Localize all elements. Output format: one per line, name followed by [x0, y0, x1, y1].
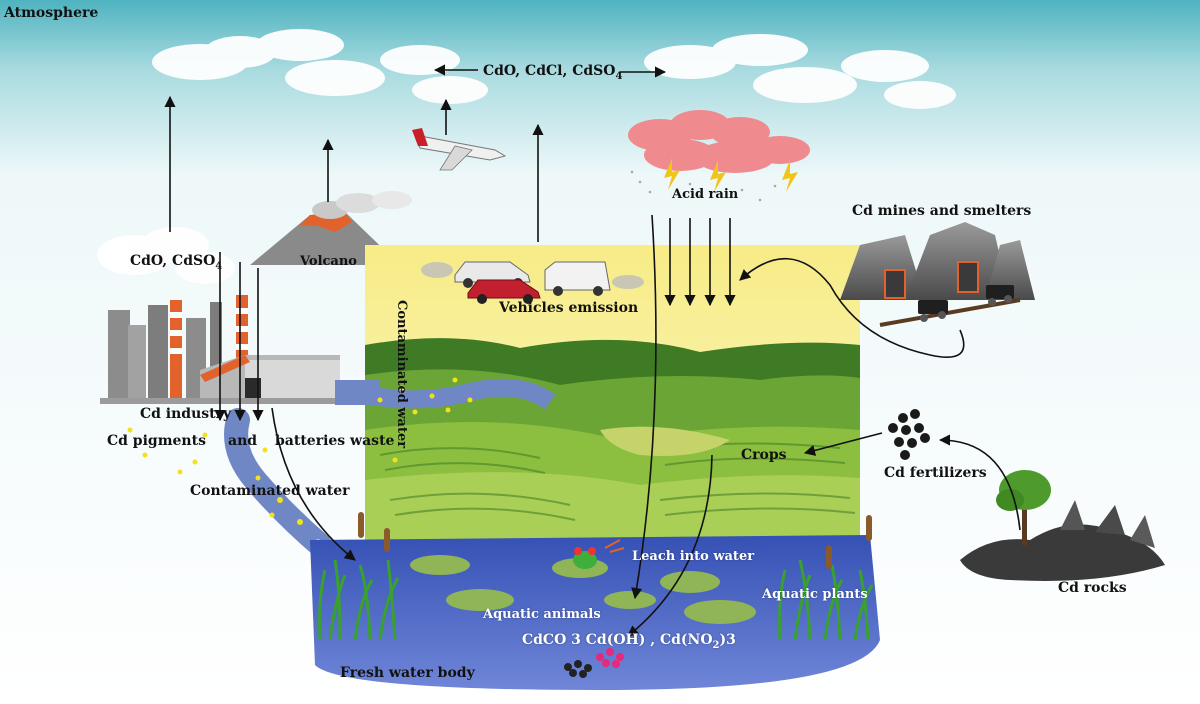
label-volcano: Volcano	[300, 255, 357, 268]
label-precipitates-subscript: 2	[713, 640, 720, 651]
label-precipitates-tail: )3	[720, 632, 736, 648]
label-atmosphere: Atmosphere	[4, 6, 98, 20]
label-batteries-waste: batteries waste	[275, 434, 394, 448]
label-industry-emission: CdO, CdSO4	[130, 254, 222, 272]
label-contaminated-water: Contaminated water	[190, 484, 350, 498]
label-aquatic-plants: Aquatic plants	[762, 588, 868, 601]
label-and: and	[228, 434, 257, 448]
label-cd-mines: Cd mines and smelters	[852, 204, 1031, 218]
label-cd-rocks: Cd rocks	[1058, 581, 1127, 595]
label-acid-rain: Acid rain	[672, 188, 738, 201]
label-vehicles-emission: Vehicles emission	[499, 301, 638, 315]
label-precipitates: CdCO 3 Cd(OH) , Cd(NO2)3	[522, 633, 736, 651]
label-atmospheric-compounds-subscript: 4	[615, 71, 622, 82]
label-cd-industry: Cd industry	[140, 407, 231, 421]
label-cd-fertilizers: Cd fertilizers	[884, 466, 987, 480]
label-atmospheric-compounds: CdO, CdCl, CdSO4	[483, 64, 622, 82]
label-contaminated-water-vertical: Contaminated water	[395, 300, 408, 448]
label-industry-emission-subscript: 4	[215, 261, 222, 272]
label-fresh-water-body: Fresh water body	[340, 666, 475, 680]
label-crops: Crops	[741, 448, 787, 462]
label-leach-into-water: Leach into water	[632, 550, 754, 563]
label-industry-emission-text: CdO, CdSO	[130, 253, 215, 269]
label-cd-pigments: Cd pigments	[107, 434, 206, 448]
label-precipitates-text: CdCO 3 Cd(OH) , Cd(NO	[522, 632, 713, 648]
label-aquatic-animals: Aquatic animals	[483, 608, 601, 621]
label-atmospheric-compounds-text: CdO, CdCl, CdSO	[483, 63, 615, 79]
